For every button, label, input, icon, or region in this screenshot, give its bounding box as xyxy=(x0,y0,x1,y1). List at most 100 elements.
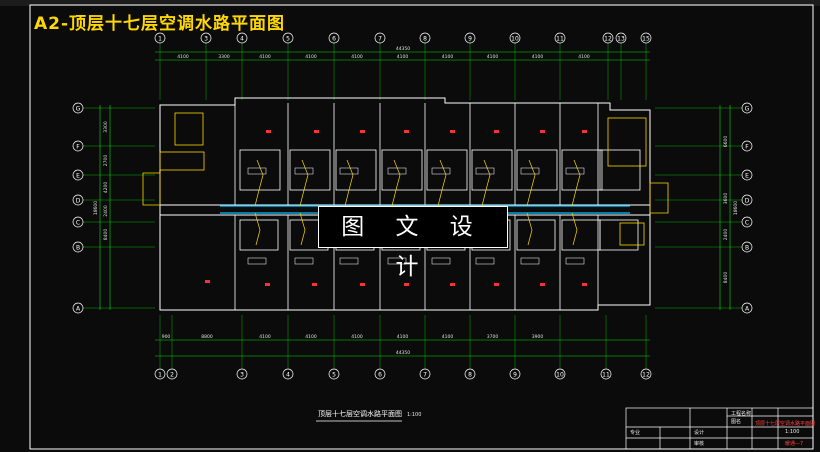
axis-bubble-top-3: 3 xyxy=(200,32,212,44)
svg-text:3: 3 xyxy=(204,35,208,42)
dim-right-span-3: 8400 xyxy=(723,272,729,284)
axis-bubble-right-D: D xyxy=(741,194,753,206)
dimension-lines xyxy=(99,51,731,357)
svg-text:F: F xyxy=(76,143,80,150)
tb-scale: 1:100 xyxy=(785,429,800,435)
dim-bottom-span-7: 3700 xyxy=(487,334,499,340)
svg-text:12: 12 xyxy=(642,371,650,378)
dim-top-overall: 44350 xyxy=(396,46,410,52)
axis-bubble-left-E: E xyxy=(72,169,84,181)
axis-bubble-top-5: 5 xyxy=(282,32,294,44)
svg-text:4: 4 xyxy=(286,371,290,378)
svg-text:8: 8 xyxy=(423,35,427,42)
dim-bottom-span-0: 900 xyxy=(162,334,171,340)
axis-bubble-left-F: F xyxy=(72,140,84,152)
svg-text:5: 5 xyxy=(332,371,336,378)
axis-bubble-top-4: 4 xyxy=(236,32,248,44)
svg-text:10: 10 xyxy=(511,35,519,42)
svg-text:11: 11 xyxy=(602,371,610,378)
axis-bubble-left-G: G xyxy=(72,102,84,114)
dim-top-span-4: 4100 xyxy=(351,54,363,60)
dim-left-span-0: 3300 xyxy=(103,121,109,133)
axis-bubble-bottom-1: 1 xyxy=(154,368,166,380)
svg-text:A: A xyxy=(745,305,750,312)
svg-text:7: 7 xyxy=(378,35,382,42)
tb-row3: 审核 xyxy=(694,441,705,447)
room-codes xyxy=(205,130,587,286)
axis-bubble-bottom-11: 11 xyxy=(600,368,612,380)
axis-bubble-bottom-9: 9 xyxy=(509,368,521,380)
window-titlebar xyxy=(0,0,820,6)
dim-left-span-4: 8400 xyxy=(103,229,109,241)
axis-bubble-right-C: C xyxy=(741,216,753,228)
axis-bubble-top-8: 8 xyxy=(419,32,431,44)
dim-bottom-span-3: 4100 xyxy=(305,334,317,340)
dim-top-span-0: 4100 xyxy=(177,54,189,60)
svg-text:9: 9 xyxy=(468,35,472,42)
dim-top-span-5: 4100 xyxy=(397,54,409,60)
axis-bubble-bottom-5: 5 xyxy=(328,368,340,380)
axis-bubble-bottom-12: 12 xyxy=(640,368,652,380)
dim-top-span-2: 4100 xyxy=(259,54,271,60)
dim-right-span-2: 2400 xyxy=(723,229,729,241)
dim-bottom-span-5: 4100 xyxy=(397,334,409,340)
dim-top-span-6: 4100 xyxy=(442,54,454,60)
svg-text:A: A xyxy=(76,305,81,312)
axis-bubble-right-E: E xyxy=(741,169,753,181)
axis-bubble-right-F: F xyxy=(741,140,753,152)
dim-bottom-span-8: 3900 xyxy=(532,334,544,340)
svg-text:13: 13 xyxy=(617,35,625,42)
axis-bubble-top-10: 10 xyxy=(509,32,521,44)
tb-project: 工程名称 xyxy=(731,411,752,417)
svg-text:2: 2 xyxy=(170,371,174,378)
axis-bubble-bottom-4: 4 xyxy=(282,368,294,380)
svg-text:3: 3 xyxy=(240,371,244,378)
axis-bubble-top-9: 9 xyxy=(464,32,476,44)
watermark-label: 图 文 设 计 xyxy=(318,206,508,280)
drawing-frame xyxy=(29,4,814,450)
dim-left-span-1: 2700 xyxy=(103,155,109,167)
dim-top-span-7: 4100 xyxy=(487,54,499,60)
axis-bubble-bottom-2: 2 xyxy=(166,368,178,380)
axis-bubble-left-D: D xyxy=(72,194,84,206)
svg-text:8: 8 xyxy=(468,371,472,378)
dim-bottom-span-6: 4100 xyxy=(442,334,454,340)
dim-bottom-span-2: 4100 xyxy=(259,334,271,340)
stairs-and-shafts xyxy=(142,112,669,246)
tb-drawing: 图名 xyxy=(731,419,742,425)
axis-bubble-top-1: 1 xyxy=(154,32,166,44)
axis-bubble-top-12: 12 xyxy=(602,32,614,44)
axis-bubble-bottom-6: 6 xyxy=(374,368,386,380)
axis-bubble-top-13: 13 xyxy=(615,32,627,44)
svg-text:C: C xyxy=(76,219,80,226)
axis-bubble-right-A: A xyxy=(741,302,753,314)
axis-bubble-top-11: 11 xyxy=(554,32,566,44)
dim-left-total: 18600 xyxy=(93,201,99,215)
svg-text:6: 6 xyxy=(332,35,336,42)
svg-text:E: E xyxy=(76,172,80,179)
tb-drawing-name: 顶层十七层空调水路平面图 xyxy=(755,421,816,427)
axis-bubble-left-A: A xyxy=(72,302,84,314)
svg-text:B: B xyxy=(76,244,80,251)
svg-text:F: F xyxy=(745,143,749,150)
svg-text:12: 12 xyxy=(604,35,612,42)
dim-bottom-span-1: 8800 xyxy=(201,334,213,340)
svg-text:G: G xyxy=(76,105,81,112)
svg-text:7: 7 xyxy=(423,371,427,378)
axis-bubble-top-6: 6 xyxy=(328,32,340,44)
plan-scale: 1:100 xyxy=(407,412,422,418)
fan-coil-units xyxy=(247,167,585,265)
axis-bubble-bottom-7: 7 xyxy=(419,368,431,380)
svg-text:4: 4 xyxy=(240,35,244,42)
svg-text:15: 15 xyxy=(642,35,650,42)
axis-bubble-left-C: C xyxy=(72,216,84,228)
dim-right-total: 18600 xyxy=(733,201,739,215)
drawing-title: A2-顶层十七层空调水路平面图 xyxy=(34,14,286,34)
axis-bubble-right-B: B xyxy=(741,241,753,253)
dim-left-span-3: 2400 xyxy=(103,205,109,217)
svg-text:D: D xyxy=(76,197,81,204)
svg-text:10: 10 xyxy=(556,371,564,378)
